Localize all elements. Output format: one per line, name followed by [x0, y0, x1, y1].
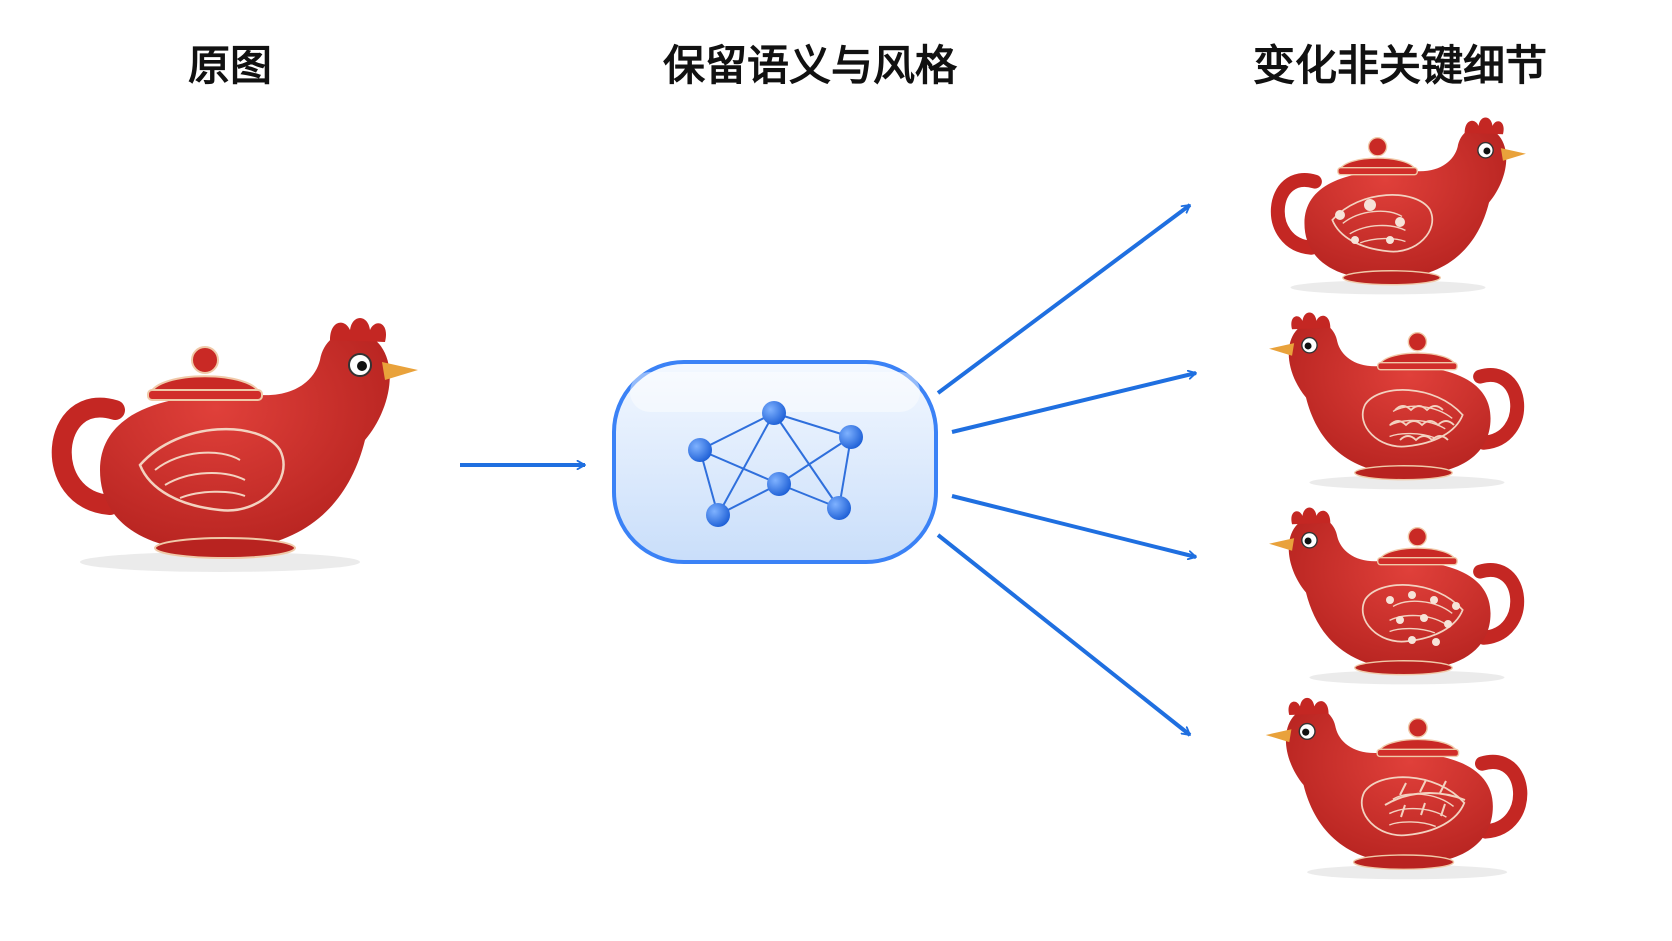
variant-teapot-1 [1278, 118, 1526, 295]
variant-teapot-3 [1269, 508, 1517, 685]
arrow-to-variant-2 [952, 373, 1196, 432]
original-teapot-icon [62, 318, 418, 572]
semantic-graph-icon [614, 362, 936, 562]
arrow-to-variant-4 [938, 535, 1190, 735]
arrow-to-variant-1 [938, 205, 1190, 393]
variant-teapot-4 [1266, 698, 1520, 879]
variant-teapot-2 [1269, 313, 1517, 490]
arrow-to-variant-3 [952, 496, 1196, 557]
